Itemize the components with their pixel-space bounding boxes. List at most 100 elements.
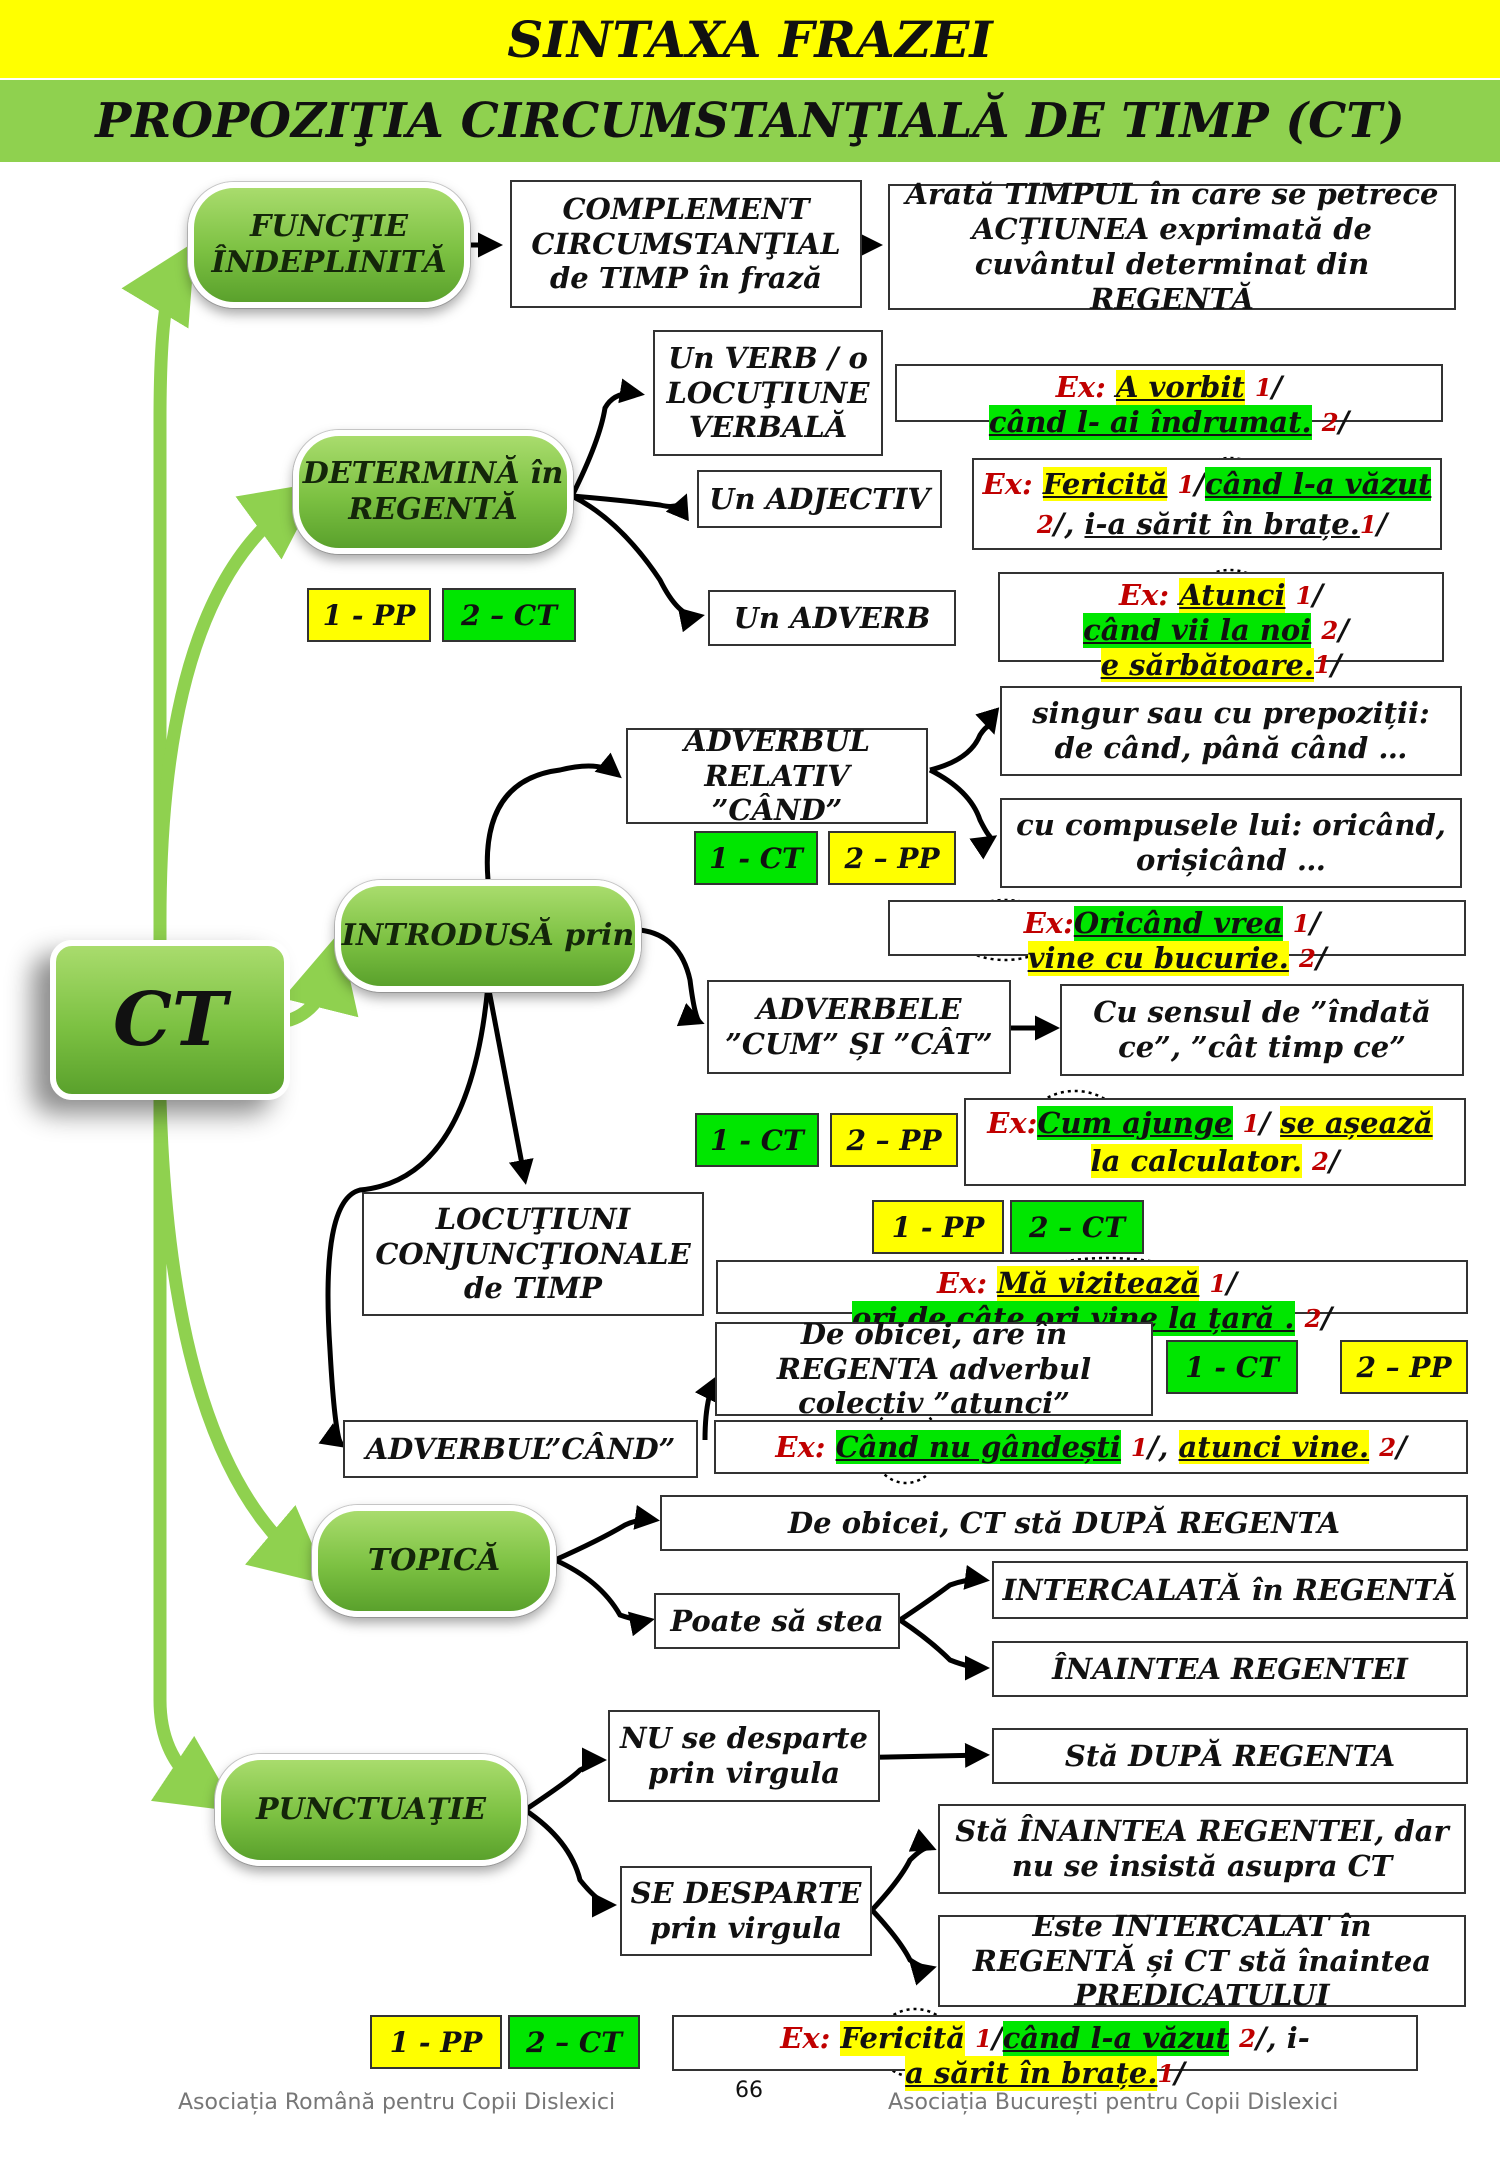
box-cum-cat: ADVERBELE ”CUM” ȘI ”CÂT” — [707, 980, 1011, 1074]
box-intercalata: INTERCALATĂ în REGENTĂ — [992, 1561, 1468, 1619]
box-adv-relativ: ADVERBUL RELATIV ”CÂND” — [626, 724, 928, 827]
ex-index: 2 — [1321, 407, 1339, 437]
ex-label: Ex: — [775, 1429, 826, 1464]
ex-ct: Cum ajunge — [1037, 1105, 1233, 1141]
node-introdusa: INTRODUSĂ prin — [335, 880, 641, 992]
box-dupa-regenta: De obicei, CT stă DUPĂ REGENTA — [660, 1495, 1468, 1551]
tag-pp: 1 - PP — [370, 2015, 502, 2069]
tag-pp: 1 - PP — [872, 1200, 1004, 1254]
ex-index: 1 — [1359, 509, 1377, 539]
ex-label: Ex: — [1023, 906, 1074, 940]
example-cand: Ex: Când nu gândești 1/, atunci vine. 2/ — [714, 1420, 1468, 1474]
ex-index: 2 — [1379, 1432, 1397, 1462]
ex-sep: /, i- — [1255, 2021, 1310, 2055]
ex-ct: Oricând vrea — [1073, 906, 1283, 941]
ex-label: Ex: — [1119, 578, 1170, 612]
ct-center-node: CT — [50, 940, 290, 1100]
ex-ct: când l- ai îndrumat. — [988, 404, 1312, 440]
ex-regent-cont: e sărbătoare. — [1100, 647, 1314, 683]
ex-ct: când l-a văzut — [1002, 2021, 1229, 2056]
ex-label: Ex: — [780, 2021, 831, 2055]
tag-pp: 2 – PP — [830, 1113, 958, 1167]
node-functie: FUNCŢIE ÎNDEPLINITĂ — [188, 182, 470, 308]
box-intercalat: Este INTERCALAT în REGENTĂ și CT stă îna… — [938, 1909, 1466, 2012]
tag-ct: 1 - CT — [1166, 1340, 1298, 1394]
ex-ct: când vii la noi — [1083, 612, 1312, 648]
example-locutiuni: Ex: Mă vizitează 1/ ori de câte ori vine… — [716, 1260, 1468, 1336]
page-number: 66 — [735, 2078, 763, 2103]
ex-index: 2 — [1299, 943, 1316, 973]
tag-ct: 1 - CT — [694, 831, 818, 885]
ex-index: 1 — [1157, 2058, 1175, 2088]
ex-label: Ex: — [982, 466, 1033, 501]
ex-sep: / — [1338, 404, 1350, 439]
ex-sep: / — [991, 2021, 1003, 2055]
box-complement: COMPLEMENT CIRCUMSTANŢIAL de TIMP în fra… — [510, 180, 862, 308]
ex-sep: / — [1330, 647, 1342, 682]
ex-index: 2 — [1239, 2023, 1256, 2053]
tag-ct: 2 – CT — [1010, 1200, 1144, 1254]
ex-index: 1 — [1292, 908, 1310, 938]
box-sensul: Cu sensul de ”îndată ce”, ”cât timp ce” — [1060, 984, 1464, 1076]
ex-ct: când l-a văzut — [1204, 466, 1432, 502]
page-subtitle: PROPOZIŢIA CIRCUMSTANŢIALĂ DE TIMP (CT) — [0, 80, 1500, 162]
example-verb: Ex: A vorbit 1/când l- ai îndrumat. 2/ — [895, 364, 1443, 440]
box-se-desparte: SE DESPARTE prin virgula — [620, 1866, 872, 1956]
tag-pp: 2 – PP — [1340, 1340, 1468, 1394]
box-adv-cand: ADVERBUL”CÂND” — [343, 1420, 698, 1478]
ex-sep: / — [1338, 612, 1349, 647]
ex-sep: / — [1194, 466, 1205, 501]
ex-sep: / — [1328, 1143, 1340, 1178]
node-determina: DETERMINĂ în REGENTĂ — [293, 430, 573, 554]
footer-left: Asociația Română pentru Copii Dislexici — [178, 2090, 616, 2115]
ex-index: 2 — [1321, 615, 1339, 645]
ex-sep: / — [1271, 370, 1283, 404]
ex-regent-cont: la calculator. — [1090, 1143, 1302, 1179]
box-de-obicei-atunci: De obicei, are în REGENTA adverbul colec… — [715, 1317, 1153, 1420]
ex-regent: se așează — [1280, 1105, 1433, 1141]
ex-index: 1 — [1295, 580, 1313, 610]
box-poate: Poate să stea — [654, 1593, 900, 1649]
ex-sep: / — [1396, 1429, 1407, 1464]
ex-regent: Mă vizitează — [997, 1266, 1200, 1301]
box-arata: Arată TIMPUL în care se petrece ACŢIUNEA… — [888, 177, 1456, 316]
ex-sep: / — [1376, 506, 1388, 541]
box-compuse: cu compusele lui: oricând, orișicând … — [1000, 798, 1462, 888]
box-sta-dupa: Stă DUPĂ REGENTA — [992, 1728, 1468, 1784]
ex-index: 1 — [1177, 469, 1195, 499]
ex-label: Ex: — [987, 1105, 1038, 1140]
box-locutiuni: LOCUŢIUNI CONJUNCŢIONALE de TIMP — [362, 1192, 704, 1316]
ex-regent-cont: a sărit în brațe. — [905, 2055, 1158, 2091]
ex-regent-cont: i-a sărit în brațe. — [1084, 506, 1360, 541]
box-nu-desparte: NU se desparte prin virgula — [608, 1710, 880, 1802]
ex-ct: Când nu gândești — [835, 1429, 1121, 1465]
ex-sep: /, — [1147, 1429, 1169, 1464]
box-sta-inaintea: Stă ÎNAINTEA REGENTEI, dar nu se insistă… — [938, 1804, 1466, 1894]
ex-label: Ex: — [936, 1266, 988, 1300]
ex-sep: / — [1321, 1300, 1333, 1335]
ex-sep: / — [1259, 1105, 1271, 1140]
example-relativ: Ex:Oricând vrea 1/ vine cu bucurie. 2/ — [888, 900, 1466, 976]
ex-sep: / — [1226, 1266, 1237, 1300]
ex-sep: / — [1174, 2055, 1185, 2090]
tag-ct: 2 – CT — [508, 2015, 640, 2069]
example-punctuatie: Ex: Fericită 1/când l-a văzut 2/, i-a să… — [672, 2015, 1418, 2091]
tag-ct: 2 – CT — [442, 588, 576, 642]
ex-index: 2 — [1036, 509, 1054, 539]
example-adjectiv: Ex: Fericită 1/când l-a văzut 2/, i-a să… — [972, 458, 1442, 550]
example-cum: Ex:Cum ajunge 1/ se așează la calculator… — [964, 1098, 1466, 1186]
ex-regent: atunci vine. — [1178, 1429, 1370, 1465]
ex-regent: A vorbit — [1115, 370, 1245, 405]
ex-sep: /, — [1053, 506, 1075, 541]
box-adverb: Un ADVERB — [708, 590, 956, 646]
box-inaintea: ÎNAINTEA REGENTEI — [992, 1641, 1468, 1697]
ex-regent: Fericită — [1042, 466, 1168, 502]
box-verb: Un VERB / o LOCUŢIUNE VERBALĂ — [653, 330, 883, 456]
ex-index: 1 — [1130, 1432, 1148, 1462]
ex-regent: Fericită — [840, 2021, 966, 2056]
ex-index: 1 — [1254, 372, 1272, 402]
node-topica: TOPICĂ — [312, 1505, 556, 1617]
node-punctuatie: PUNCTUAŢIE — [215, 1754, 527, 1866]
ex-index: 1 — [1209, 1268, 1227, 1298]
